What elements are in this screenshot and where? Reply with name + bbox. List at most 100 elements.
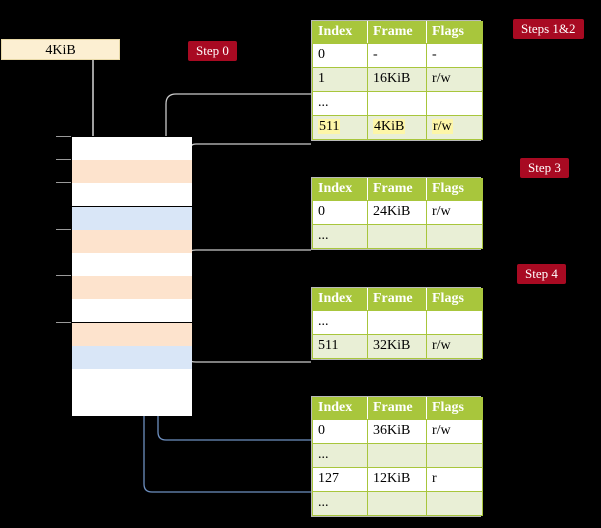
column-header-flags: Flags bbox=[426, 397, 483, 420]
table-cell-frame bbox=[367, 91, 427, 116]
table-cell-index: ... bbox=[312, 443, 368, 468]
highlighted-value: r/w bbox=[432, 119, 453, 134]
table-row: ... bbox=[312, 310, 483, 335]
table-cell-flags: r/w bbox=[426, 419, 483, 444]
column-header-frame: Frame bbox=[367, 397, 427, 420]
table-cell-flags: r/w bbox=[426, 334, 483, 359]
table-cell-index: 127 bbox=[312, 467, 368, 492]
table-cell-frame bbox=[367, 224, 427, 249]
table-cell-flags bbox=[426, 310, 483, 335]
memory-scale-tick bbox=[56, 182, 71, 184]
memory-frame-row bbox=[72, 229, 192, 254]
table-cell-frame: 16KiB bbox=[367, 67, 427, 92]
table-cell-frame: - bbox=[367, 43, 427, 68]
table-cell-frame: 24KiB bbox=[367, 200, 427, 225]
table-cell-index: 511 bbox=[312, 334, 368, 359]
wire-l3-entry-to-memory bbox=[185, 249, 311, 296]
memory-frame-row bbox=[72, 160, 192, 185]
column-header-frame: Frame bbox=[367, 288, 427, 311]
table-cell-flags: r/w bbox=[426, 200, 483, 225]
table-cell-frame: 12KiB bbox=[367, 467, 427, 492]
table-cell-flags bbox=[426, 224, 483, 249]
physical-memory-column bbox=[71, 136, 192, 417]
wire-l4-entry-to-memory bbox=[189, 143, 311, 155]
memory-frame-row bbox=[72, 253, 192, 277]
table-cell-index: 0 bbox=[312, 43, 368, 68]
column-header-index: Index bbox=[312, 288, 368, 311]
table-cell-flags bbox=[426, 443, 483, 468]
table-cell-index: 1 bbox=[312, 67, 368, 92]
cr3-label: 4KiB bbox=[45, 43, 76, 58]
memory-scale-tick bbox=[56, 321, 71, 323]
table-cell-flags bbox=[426, 91, 483, 116]
table-cell-index: ... bbox=[312, 491, 368, 516]
memory-scale-tick bbox=[56, 159, 71, 161]
badge-step-0: Step 0 bbox=[188, 41, 237, 61]
column-header-index: Index bbox=[312, 178, 368, 201]
memory-frame-row bbox=[72, 322, 192, 347]
memory-frame-row bbox=[72, 299, 192, 324]
column-header-flags: Flags bbox=[426, 288, 483, 311]
table-row: ... bbox=[312, 491, 483, 516]
table-row: ... bbox=[312, 91, 483, 116]
table-cell-index: ... bbox=[312, 310, 368, 335]
table-cell-flags bbox=[426, 491, 483, 516]
table-cell-frame: 4KiB bbox=[367, 115, 427, 140]
table-cell-index: 511 bbox=[312, 115, 368, 140]
table-cell-frame: 36KiB bbox=[367, 419, 427, 444]
memory-frame-row bbox=[72, 345, 192, 370]
memory-frame-row bbox=[72, 183, 192, 208]
table-cell-index: ... bbox=[312, 224, 368, 249]
column-header-frame: Frame bbox=[367, 178, 427, 201]
table-cell-index: ... bbox=[312, 91, 368, 116]
memory-scale-tick bbox=[56, 136, 71, 137]
memory-scale-tick bbox=[56, 228, 71, 230]
highlighted-value: 511 bbox=[318, 119, 341, 134]
table-row: ... bbox=[312, 224, 483, 249]
column-header-index: Index bbox=[312, 397, 368, 420]
table-cell-index: 0 bbox=[312, 200, 368, 225]
badge-step-3: Step 3 bbox=[520, 158, 569, 178]
table-cell-flags: r bbox=[426, 467, 483, 492]
column-header-flags: Flags bbox=[426, 178, 483, 201]
table-cell-index: 0 bbox=[312, 419, 368, 444]
column-header-index: Index bbox=[312, 21, 368, 44]
column-header-frame: Frame bbox=[367, 21, 427, 44]
memory-frame-row bbox=[72, 206, 192, 231]
badge-steps-1-and-2: Steps 1&2 bbox=[513, 19, 584, 39]
memory-scale-tick bbox=[56, 275, 71, 277]
table-row: ... bbox=[312, 443, 483, 468]
memory-frame-row bbox=[72, 137, 192, 161]
table-cell-flags: r/w bbox=[426, 115, 483, 140]
table-cell-frame: 32KiB bbox=[367, 334, 427, 359]
table-row: 511 4KiB r/w bbox=[312, 115, 483, 140]
memory-frame-row bbox=[72, 276, 192, 301]
wire-l2-entry-to-memory bbox=[180, 314, 311, 363]
badge-step-4: Step 4 bbox=[517, 264, 566, 284]
memory-frame-row bbox=[72, 369, 192, 393]
table-row: 0-- bbox=[312, 43, 483, 68]
cr3-register-box: 4KiB bbox=[1, 39, 120, 60]
highlighted-value: 4KiB bbox=[373, 119, 406, 134]
table-cell-flags: r/w bbox=[426, 67, 483, 92]
table-cell-frame bbox=[367, 491, 427, 516]
column-header-flags: Flags bbox=[426, 21, 483, 44]
table-cell-flags: - bbox=[426, 43, 483, 68]
table-cell-frame bbox=[367, 443, 427, 468]
